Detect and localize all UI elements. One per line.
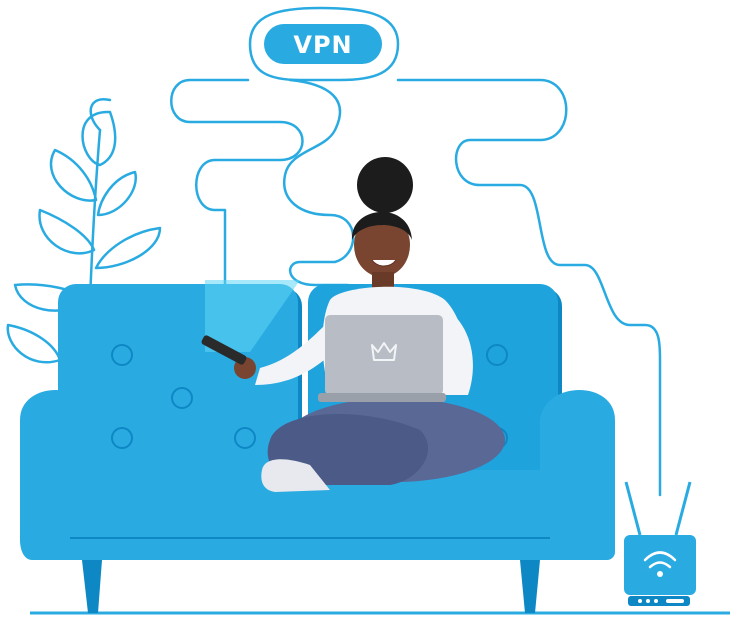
- vpn-badge-label: VPN: [293, 31, 352, 59]
- phone-glow: [205, 280, 300, 352]
- wifi-router-icon: [624, 481, 696, 606]
- laptop: [318, 315, 446, 402]
- network-lines: [170, 6, 662, 497]
- crown-icon: [371, 342, 397, 361]
- vpn-badge: VPN: [264, 24, 382, 64]
